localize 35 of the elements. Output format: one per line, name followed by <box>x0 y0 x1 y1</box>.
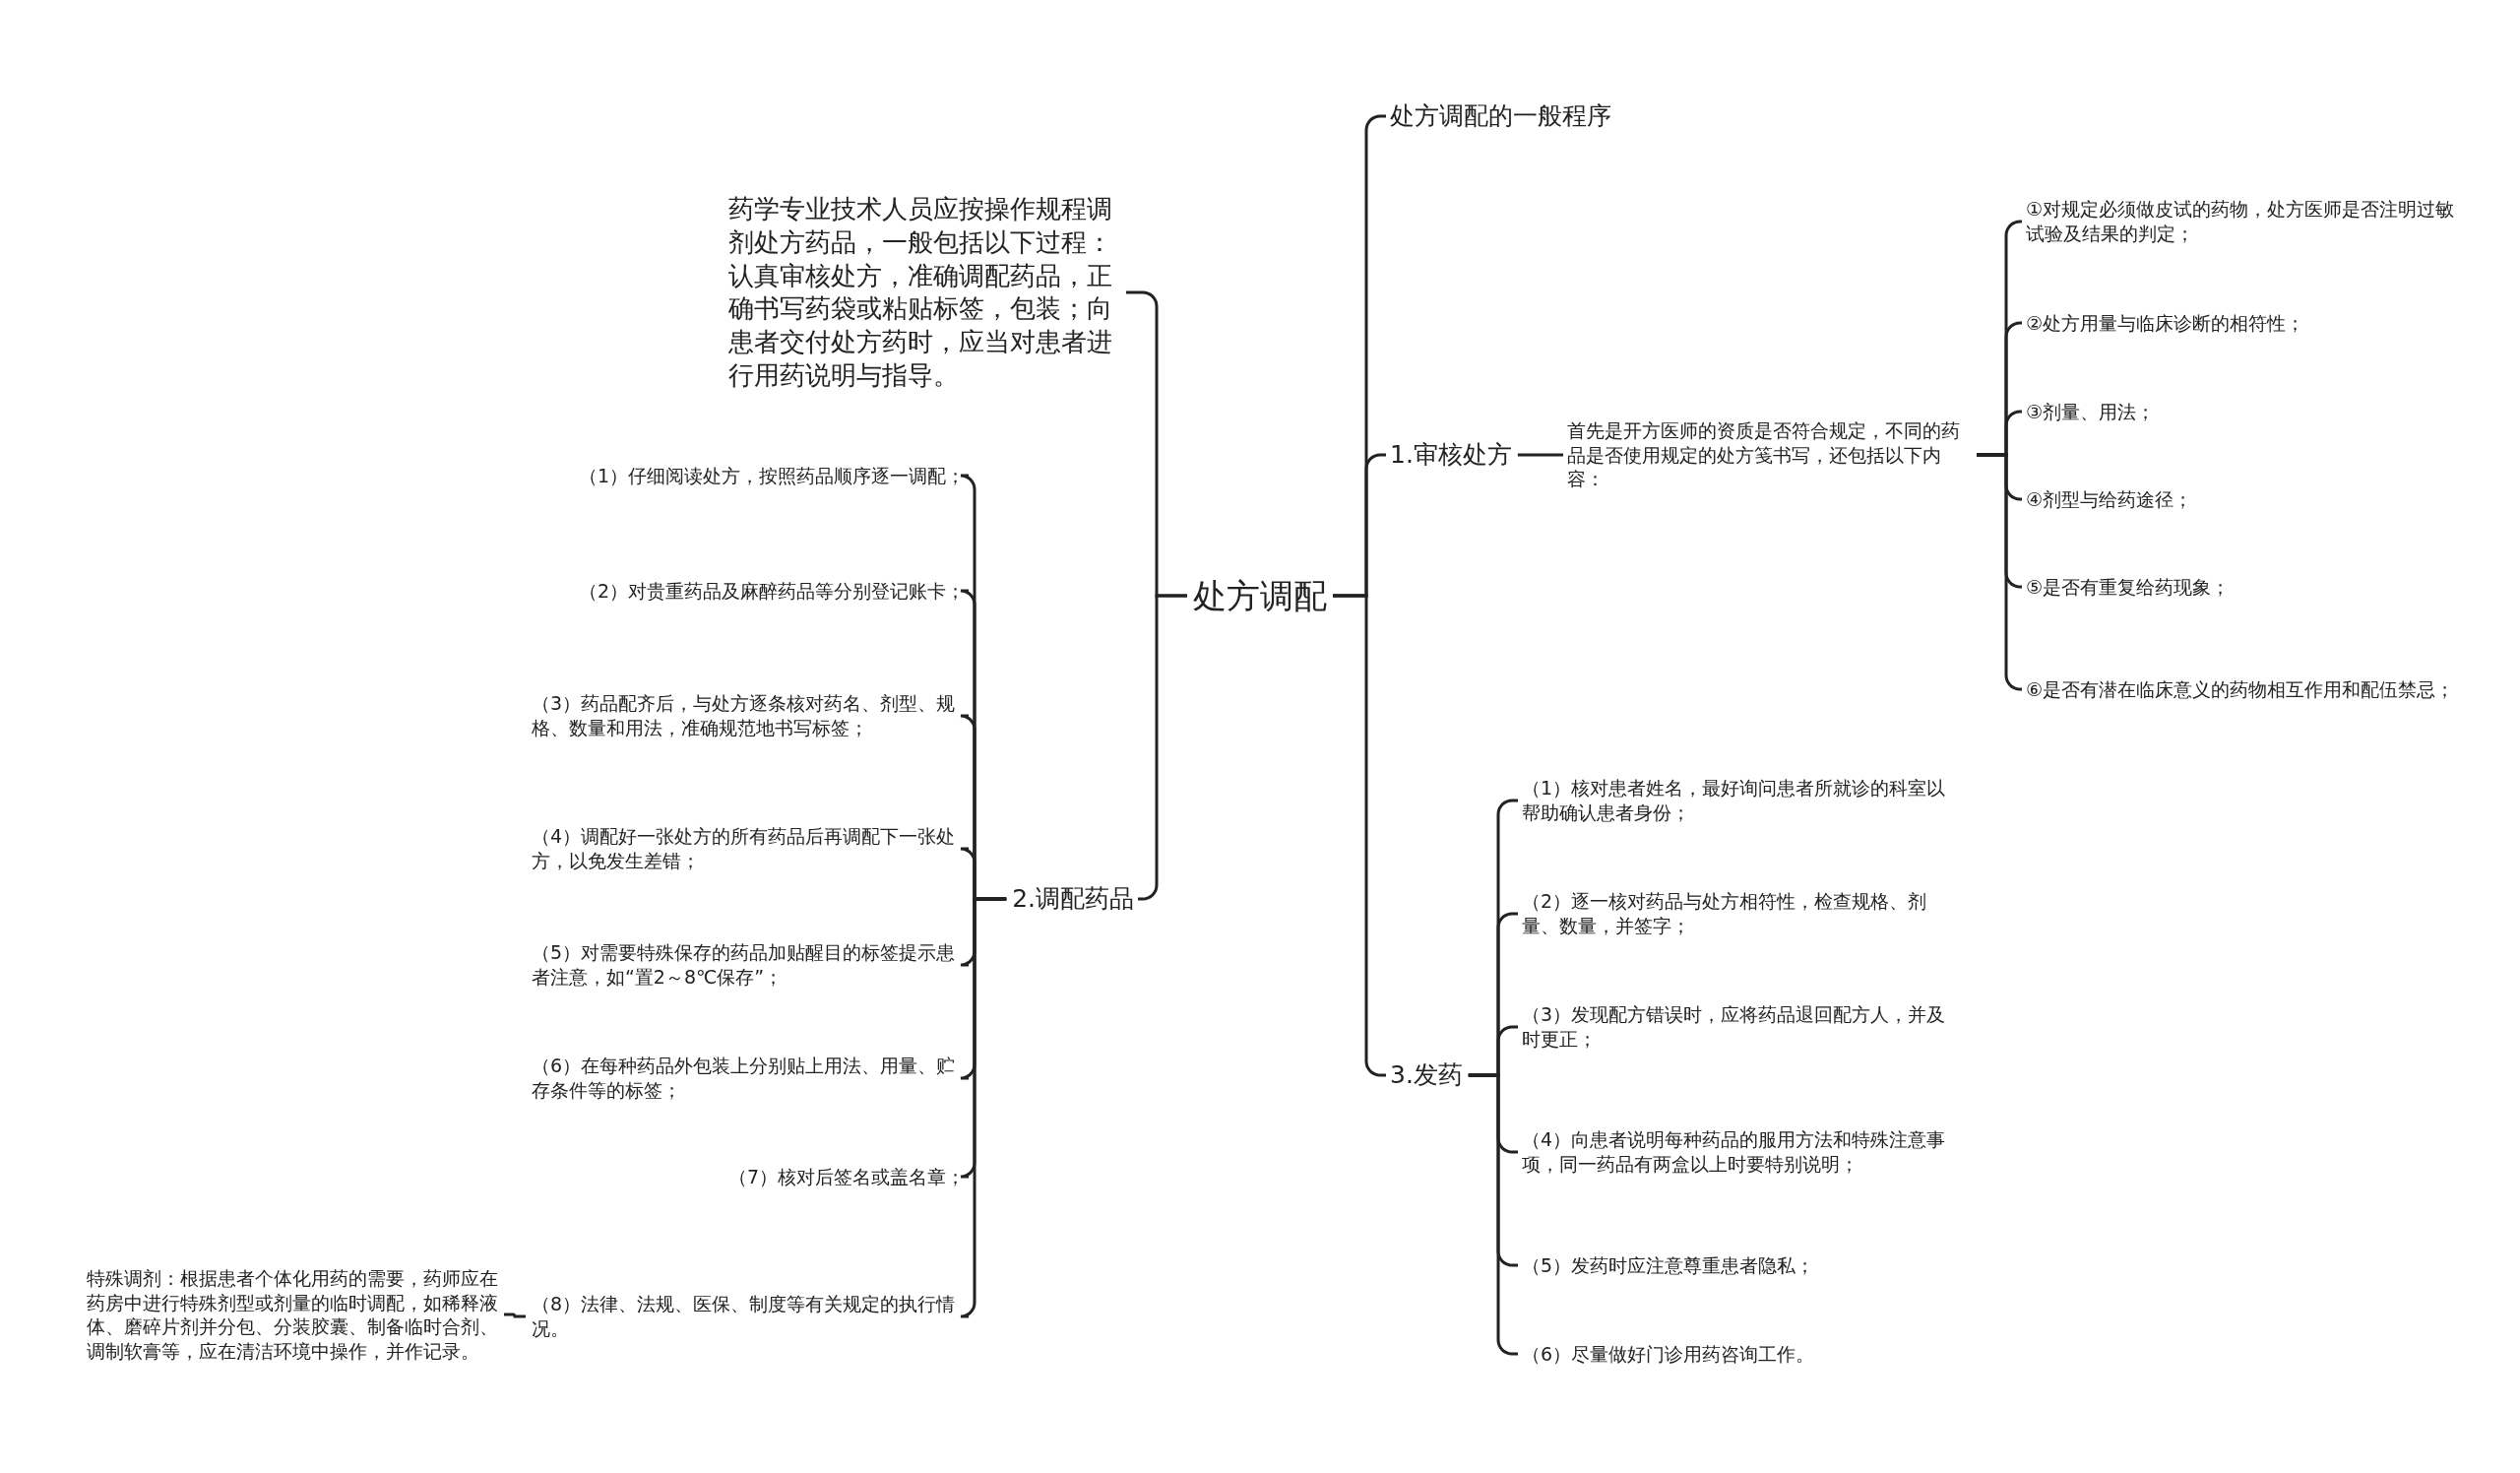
topic-text: ①对规定必须做皮试的药物，处方医师是否注明过敏试验及结果的判定； <box>2026 197 2456 246</box>
topic-text: ②处方用量与临床诊断的相符性； <box>2026 310 2305 336</box>
topic-text: （6）在每种药品外包装上分别贴上用法、用量、贮存条件等的标签； <box>532 1054 957 1103</box>
topic-text: （8）法律、法规、医保、制度等有关规定的执行情况。 <box>532 1292 957 1341</box>
topic-text: ③剂量、用法； <box>2026 399 2156 424</box>
root-topic: 处方调配 <box>1193 574 1327 617</box>
topic-text: ⑤是否有重复给药现象； <box>2026 574 2231 600</box>
branch-topic: 处方调配的一般程序 <box>1390 99 1611 132</box>
topic-text: ⑥是否有潜在临床意义的药物相互作用和配伍禁忌； <box>2026 676 2455 702</box>
topic-text: 首先是开方医师的资质是否符合规定，不同的药品是否使用规定的处方笺书写，还包括以下内容： <box>1567 417 1961 492</box>
topic-text: 药学专业技术人员应按操作规程调剂处方药品，一般包括以下过程：认真审核处方，准确调配药品，正确书写药袋或粘贴标签，包装；向患者交付处方药时，应当对患者进行用药说明与指导。 <box>728 192 1113 392</box>
topic-text: （7）核对后签名或盖名章； <box>727 1164 965 1189</box>
branch-topic: 3.发药 <box>1390 1058 1463 1091</box>
topic-text: （3）发现配方错误时，应将药品退回配方人，并及时更正； <box>1522 1002 1947 1052</box>
topic-text: （2）逐一核对药品与处方相符性，检查规格、剂量、数量，并签字； <box>1522 889 1928 938</box>
connector-line <box>1468 1073 1518 1356</box>
topic-text: （1）核对患者姓名，最好询问患者所就诊的科室以帮助确认患者身份； <box>1522 776 1947 825</box>
connector-line <box>959 897 1007 1318</box>
topic-text: （4）调配好一张处方的所有药品后再调配下一张处方，以免发生差错； <box>532 824 957 873</box>
connector-line <box>1977 453 2023 691</box>
topic-text: （1）仔细阅读处方，按照药品顺序逐一调配； <box>578 463 965 488</box>
topic-text: （6）尽量做好门诊用药咨询工作。 <box>1522 1341 1815 1367</box>
connector-line <box>1333 594 1386 1077</box>
branch-topic: 1.审核处方 <box>1390 438 1512 471</box>
connector-line <box>1138 594 1187 901</box>
connector-line <box>1517 453 1563 457</box>
topic-text: （5）对需要特殊保存的药品加贴醒目的标签提示患者注意，如“置2～8℃保存”； <box>532 940 957 990</box>
connector-line <box>504 1313 526 1318</box>
topic-text: （2）对贵重药品及麻醉药品等分别登记账卡； <box>578 578 965 604</box>
branch-topic: 2.调配药品 <box>1012 882 1134 915</box>
topic-text: ④剂型与给药途径； <box>2026 486 2193 512</box>
topic-text: （4）向患者说明每种药品的服用方法和特殊注意事项，同一药品有两盒以上时要特别说明； <box>1522 1127 1947 1177</box>
topic-text: 特殊调剂：根据患者个体化用药的需要，药师应在药房中进行特殊剂型或剂量的临时调配，如稀释液体、磨碎片剂并分包、分装胶囊、制备临时合剂、调制软膏等，应在清洁环境中操作，并作记录。 <box>87 1265 499 1364</box>
topic-text: （3）药品配齐后，与处方逐条核对药名、剂型、规格、数量和用法，准确规范地书写标签； <box>532 691 957 740</box>
topic-text: （5）发药时应注意尊重患者隐私； <box>1522 1252 1815 1278</box>
